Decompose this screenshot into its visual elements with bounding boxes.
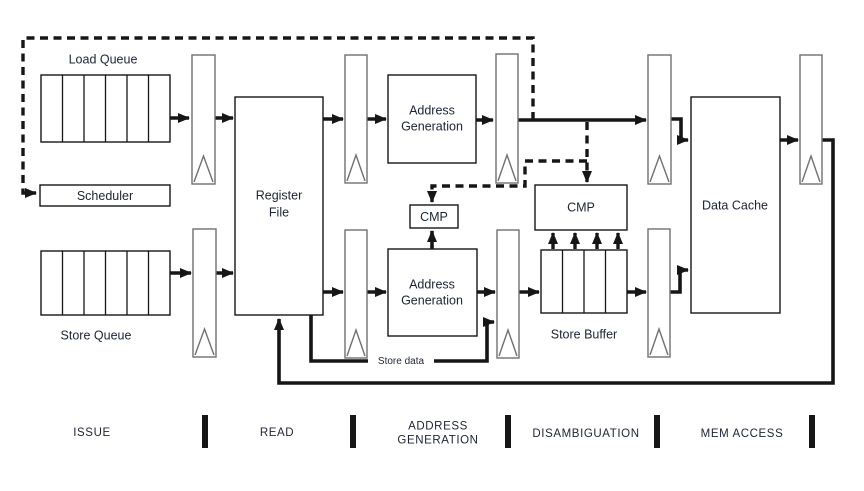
stage-legend: ISSUE READ ADDRESS GENERATION DISAMBIGUA… xyxy=(73,415,815,448)
latch-disamb-load xyxy=(647,54,672,185)
latch-agu-store xyxy=(496,229,520,359)
pipeline-latches xyxy=(191,53,823,359)
load-address-to-cmp-agu-dashed-line xyxy=(427,159,587,203)
stage-label-disambiguation: DISAMBIGUATION xyxy=(532,428,639,440)
address-generation-load-box xyxy=(387,74,477,164)
writeback-feedback-arrow xyxy=(274,138,835,385)
register-file-block: Register File xyxy=(234,96,324,316)
latch-rect xyxy=(495,53,519,184)
address-generation-load-block: Address Generation xyxy=(387,74,477,164)
stage-label-address-generation-line1: ADDRESS xyxy=(408,421,468,433)
latch-rect xyxy=(647,54,672,185)
latch-agu-load xyxy=(495,53,519,184)
store-data-path-arrow xyxy=(309,315,495,363)
stage-label-issue: ISSUE xyxy=(73,427,111,439)
latch-to-data-cache-store-arrow xyxy=(670,265,689,294)
cmp-store-buffer-block: CMP xyxy=(534,184,628,231)
stage-separator-2 xyxy=(350,415,356,448)
datapath-arrows xyxy=(170,113,835,385)
store-data-label-mask xyxy=(368,354,434,368)
data-cache-label: Data Cache xyxy=(702,198,768,212)
agu-store-label-line1: Address xyxy=(409,277,455,291)
latch-rect xyxy=(496,229,520,359)
latch-rect xyxy=(192,228,217,358)
latch-issue-load xyxy=(191,54,216,185)
agu-load-label-line1: Address xyxy=(409,103,455,117)
stage-separator-4 xyxy=(654,415,660,448)
stage-separator-1 xyxy=(202,415,208,448)
stage-separator-3 xyxy=(505,415,511,448)
latch-mem-access xyxy=(799,54,823,185)
clock-triangle-icon xyxy=(498,327,518,357)
latch-rect xyxy=(647,228,671,358)
clock-triangle-icon xyxy=(497,152,517,182)
cmp-store-buffer-box xyxy=(534,184,628,231)
clock-triangle-icon xyxy=(193,153,214,183)
latch-read-load xyxy=(344,54,368,184)
register-file-label-line1: Register xyxy=(256,188,303,202)
load-queue-label: Load Queue xyxy=(69,52,138,66)
address-generation-store-block: Address Generation xyxy=(387,248,478,337)
scheduler-label: Scheduler xyxy=(77,189,133,203)
load-queue-block: Load Queue xyxy=(40,52,171,143)
latch-rect xyxy=(799,54,823,185)
agu-store-label-line2: Generation xyxy=(401,293,463,307)
cmp-agu-label: CMP xyxy=(420,210,448,224)
replay-loop-to-scheduler-dashed-line xyxy=(21,36,535,198)
register-file-box xyxy=(234,96,324,316)
latch-read-store xyxy=(344,229,368,359)
cmp-agu-block: CMP xyxy=(409,204,459,229)
stage-label-address-generation-line2: GENERATION xyxy=(397,435,478,447)
store-data-label: Store data xyxy=(378,356,425,367)
store-queue-cell-dividers xyxy=(61,251,150,315)
scheduler-box xyxy=(39,184,171,207)
store-buffer-block: Store Buffer xyxy=(540,249,628,341)
clock-triangle-icon xyxy=(346,152,366,182)
store-buffer-label: Store Buffer xyxy=(551,327,617,341)
data-cache-box xyxy=(690,96,781,314)
cmp-agu-box xyxy=(409,204,459,229)
blocks: Load Queue Scheduler Store Queue Registe… xyxy=(39,52,781,342)
clock-triangle-icon xyxy=(801,153,821,183)
store-queue-label: Store Queue xyxy=(61,328,132,342)
cmp-store-buffer-label: CMP xyxy=(567,200,595,214)
latch-disamb-store xyxy=(647,228,671,358)
clock-triangle-icon xyxy=(649,153,670,183)
scheduler-block: Scheduler xyxy=(39,184,171,207)
register-file-label-line2: File xyxy=(269,205,289,219)
stage-label-mem-access: MEM ACCESS xyxy=(701,428,784,440)
latch-issue-store xyxy=(192,228,217,358)
data-cache-block: Data Cache xyxy=(690,96,781,314)
agu-load-label-line2: Generation xyxy=(401,119,463,133)
stage-label-read: READ xyxy=(260,427,294,439)
stage-separator-5 xyxy=(809,415,815,448)
latch-rect xyxy=(191,54,216,185)
clock-triangle-icon xyxy=(194,326,215,356)
store-data-annotation: Store data xyxy=(368,354,434,368)
latch-to-data-cache-load-arrow xyxy=(671,117,689,145)
address-generation-store-box xyxy=(387,248,478,337)
clock-triangle-icon xyxy=(346,327,366,357)
latch-rect xyxy=(344,229,368,359)
dashed-paths xyxy=(21,36,623,249)
load-queue-cell-dividers xyxy=(61,75,150,142)
latch-rect xyxy=(344,54,368,184)
store-buffer-cell-dividers xyxy=(561,250,607,313)
clock-triangle-icon xyxy=(649,326,669,356)
store-queue-block: Store Queue xyxy=(40,250,171,342)
